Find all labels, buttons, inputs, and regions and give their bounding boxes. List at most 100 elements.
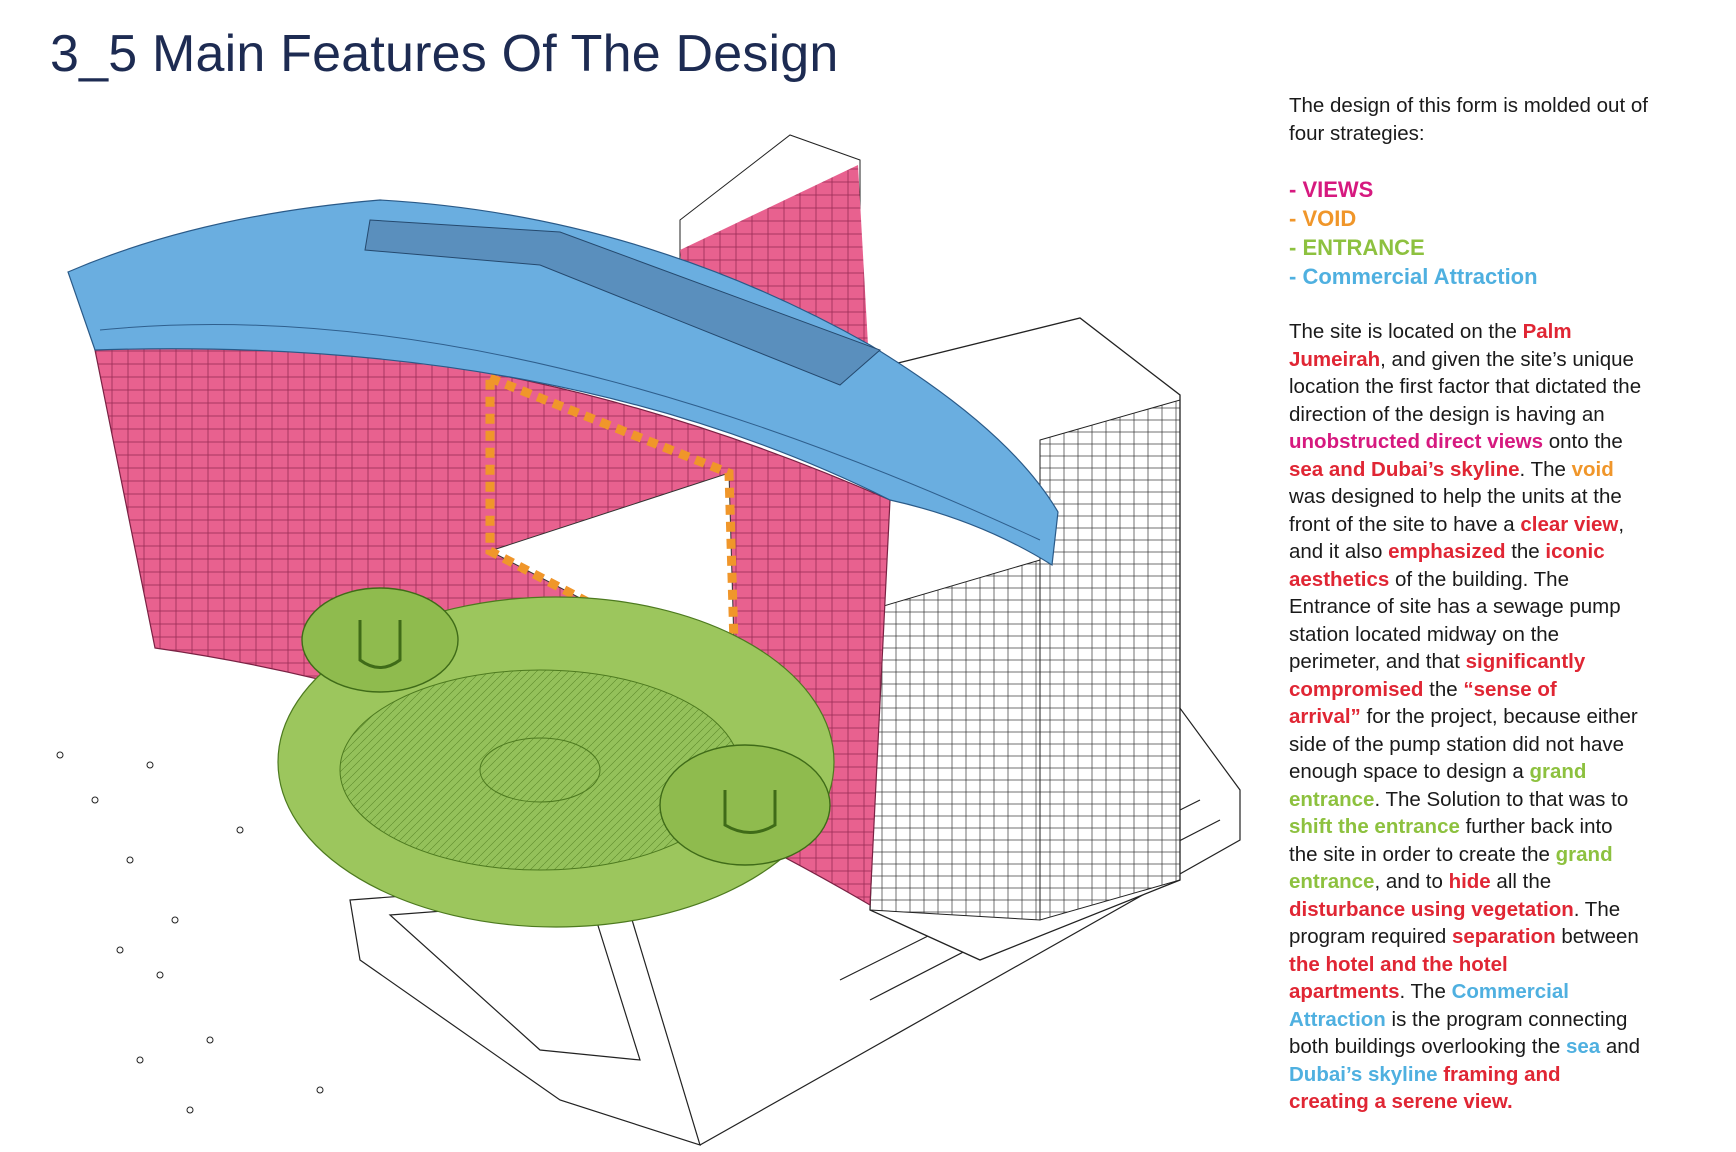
paragraph-line: compromised the “sense of (1289, 676, 1709, 704)
vegetation-markers (56, 751, 324, 1114)
paragraph-line: sea and Dubai’s skyline. The void (1289, 456, 1709, 484)
highlighted-term: unobstructed direct views (1289, 430, 1544, 453)
paragraph-line: Entrance of site has a sewage pump (1289, 593, 1709, 621)
roof-skylight (364, 219, 881, 386)
paragraph-line: was designed to help the units at the (1289, 483, 1709, 511)
paragraph-line: enough space to design a grand (1289, 758, 1709, 786)
highlighted-term: significantly (1465, 650, 1586, 673)
text-segment: between (1555, 925, 1639, 948)
text-segment: Entrance of site has a sewage pump (1289, 595, 1621, 618)
paragraph-line: aesthetics of the building. The (1289, 566, 1709, 594)
paragraph-line: station located midway on the (1289, 621, 1709, 649)
highlighted-term: iconic (1545, 540, 1605, 563)
page-title: 3_5 Main Features Of The Design (50, 25, 839, 83)
text-segment: , and given the site’s unique (1380, 347, 1634, 371)
text-segment: . The (1573, 897, 1621, 921)
highlighted-term: Attraction (1289, 1007, 1386, 1031)
entrance-plaza (277, 587, 835, 928)
text-segment: onto the (1543, 430, 1623, 453)
paragraph-line: creating a serene view. (1289, 1088, 1709, 1116)
text-segment: the (1423, 677, 1464, 701)
text-segment: for the project, because either (1360, 705, 1638, 728)
text-segment: perimeter, and that (1289, 650, 1466, 673)
highlighted-term: apartments (1289, 980, 1400, 1003)
text-segment: location the first factor that dictated … (1289, 375, 1642, 398)
paragraph-line: side of the pump station did not have (1289, 731, 1709, 759)
highlighted-term: emphasized (1388, 540, 1506, 563)
text-segment: of the building. The (1389, 567, 1569, 591)
paragraph-line: Dubai’s skyline framing and (1289, 1061, 1709, 1089)
highlighted-term: separation (1451, 925, 1556, 948)
spacer (1289, 147, 1709, 175)
paragraph-line: The site is located on the Palm (1289, 318, 1709, 346)
strategy-item: - VIEWS (1289, 176, 1374, 202)
paragraph-line: direction of the design is having an (1289, 401, 1709, 429)
paragraph-line: the site in order to create the grand (1289, 841, 1709, 869)
text-segment: , and to (1374, 870, 1449, 893)
strategy-list: - VIEWS- VOID- ENTRANCE- Commercial Attr… (1289, 175, 1709, 291)
text-segment: and it also (1289, 540, 1389, 563)
highlighted-term: grand (1555, 842, 1613, 866)
text-segment: direction of the design is having an (1289, 402, 1605, 426)
highlighted-term: arrival” (1289, 705, 1361, 728)
text-segment: both buildings overlooking the (1289, 1035, 1566, 1058)
highlighted-term: Jumeirah (1289, 347, 1381, 371)
text-segment: the (1505, 540, 1546, 563)
highlighted-term: sea (1565, 1035, 1601, 1058)
text-segment: program required (1289, 925, 1452, 948)
spacer (1289, 291, 1709, 319)
highlighted-term: sea and Dubai’s skyline (1289, 457, 1520, 481)
paragraph-line: disturbance using vegetation. The (1289, 896, 1709, 924)
strategy-item: - ENTRANCE (1289, 234, 1425, 260)
text-segment: all the (1490, 870, 1552, 893)
highlighted-term: grand (1529, 760, 1587, 783)
description-panel: The design of this form is molded out of… (1289, 92, 1709, 1116)
highlighted-term: framing and (1443, 1062, 1561, 1086)
text-segment: is the program connecting (1385, 1007, 1628, 1031)
highlighted-term: Dubai’s skyline (1289, 1062, 1438, 1086)
paragraph-line: entrance. The Solution to that was to (1289, 786, 1709, 814)
highlighted-term: Commercial (1451, 980, 1569, 1003)
text-segment: , (1618, 512, 1625, 536)
highlighted-term: void (1571, 457, 1614, 481)
text-segment: . The Solution to that was to (1374, 787, 1629, 811)
text-segment: The site is located on the (1289, 320, 1523, 343)
roof-walkway-line (99, 324, 1041, 541)
paragraph-line: perimeter, and that significantly (1289, 648, 1709, 676)
strategy-item: - Commercial Attraction (1289, 263, 1538, 289)
intro-line-2: four strategies: (1289, 121, 1425, 145)
text-segment: . The (1399, 980, 1452, 1003)
highlighted-term: Palm (1522, 320, 1572, 343)
highlighted-term: clear view (1520, 512, 1619, 536)
paragraph-line: location the first factor that dictated … (1289, 373, 1709, 401)
paragraph-line: shift the entrance further back into (1289, 813, 1709, 841)
paragraph-line: entrance, and to hide all the (1289, 868, 1709, 896)
highlighted-term: creating a serene view. (1289, 1090, 1513, 1113)
highlighted-term: disturbance using vegetation (1289, 897, 1574, 921)
text-segment: enough space to design a (1289, 760, 1530, 783)
text-segment: was designed to help the units at the (1289, 485, 1622, 508)
highlighted-term: compromised (1289, 677, 1424, 701)
paragraph-line: and it also emphasized the iconic (1289, 538, 1709, 566)
paragraph-line: unobstructed direct views onto the (1289, 428, 1709, 456)
building-axonometric-drawing (56, 134, 1241, 1146)
paragraph-line: the hotel and the hotel (1289, 951, 1709, 979)
paragraph-line: apartments. The Commercial (1289, 978, 1709, 1006)
paragraph-line: arrival” for the project, because either (1289, 703, 1709, 731)
highlighted-term: the hotel and the hotel (1289, 952, 1508, 976)
paragraph-line: Jumeirah, and given the site’s unique (1289, 346, 1709, 374)
highlighted-term: shift the entrance (1289, 815, 1460, 838)
highlighted-term: entrance (1289, 870, 1375, 893)
highlighted-term: entrance (1289, 787, 1375, 811)
text-segment: the site in order to create the (1289, 842, 1556, 866)
text-segment: front of the site to have a (1289, 512, 1521, 536)
text-segment: further back into (1459, 815, 1613, 838)
paragraph-line: both buildings overlooking the sea and (1289, 1033, 1709, 1061)
text-segment: and (1600, 1035, 1641, 1058)
highlighted-term: “sense of (1463, 677, 1557, 701)
highlighted-term: aesthetics (1289, 567, 1390, 591)
text-segment: station located midway on the (1289, 622, 1560, 646)
text-segment: . The (1519, 457, 1572, 481)
highlighted-term: hide (1448, 870, 1491, 893)
